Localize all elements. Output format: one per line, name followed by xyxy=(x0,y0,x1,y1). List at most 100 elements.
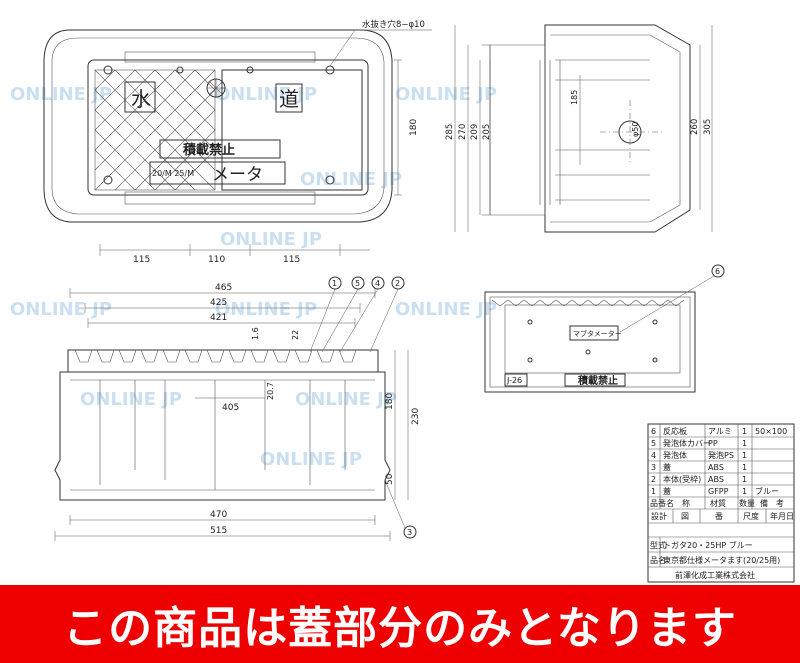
watermark-text: ONLINE JP xyxy=(300,169,402,190)
row2-material: ABS xyxy=(708,475,724,484)
row2-no: 2 xyxy=(651,475,656,484)
technical-drawing-sheet: ONLINE JP ONLINE JP ONLINE JP ONLINE JP … xyxy=(10,19,795,583)
row4-qty: 1 xyxy=(742,451,747,460)
dim-side-center: 185 xyxy=(570,90,579,105)
row3-material: ABS xyxy=(708,463,724,472)
dim-side-4: 205 xyxy=(482,124,492,140)
row5-material: PP xyxy=(708,439,718,448)
row5-qty: 1 xyxy=(742,439,747,448)
lid-char-road: 道 xyxy=(279,87,299,111)
header-qty: 数量 xyxy=(739,498,755,508)
dim-top-right: 180 xyxy=(409,119,419,136)
notice-banner: この商品は蓋部分のみとなります xyxy=(0,585,800,663)
bottom-view: マブタメーター J-26 積載禁止 6 xyxy=(484,264,725,393)
notice-banner-text: この商品は蓋部分のみとなります xyxy=(63,603,737,654)
dim-bottom-2: 110 xyxy=(208,255,225,265)
watermark-text: ONLINE JP xyxy=(395,84,497,105)
row6-qty: 1 xyxy=(742,427,747,436)
watermark-text: ONLINE JP xyxy=(395,299,497,320)
row5-name: 発泡体カバー xyxy=(663,438,711,448)
watermark-text: ONLINE JP xyxy=(295,389,397,410)
row6-note: 50×100 xyxy=(755,427,787,436)
watermark-text: ONLINE JP xyxy=(10,299,112,320)
drain-hole-note: 水抜き穴8−φ10 xyxy=(362,19,425,30)
dim-side-2: 270 xyxy=(458,124,468,140)
row2-qty: 1 xyxy=(742,475,747,484)
phi-label: φ50 xyxy=(631,122,640,137)
header-note: 備 考 xyxy=(760,498,784,508)
callout-3: 3 xyxy=(407,528,412,537)
dim-front-50: 50 xyxy=(385,473,395,485)
callout-2: 2 xyxy=(395,279,400,288)
row1-qty: 1 xyxy=(742,487,747,496)
dim-front-1-6: 1.6 xyxy=(251,327,260,340)
sub-drawing: 図 xyxy=(681,512,689,521)
watermarks: ONLINE JP ONLINE JP ONLINE JP ONLINE JP … xyxy=(10,84,497,470)
dim-side-1: 285 xyxy=(445,124,455,140)
watermark-text: ONLINE JP xyxy=(220,229,322,250)
lid-char-water: 水 xyxy=(131,87,151,111)
callout-5: 5 xyxy=(355,279,360,288)
row1-note: ブルー xyxy=(755,486,779,496)
dim-front-180: 180 xyxy=(385,393,395,410)
dim-front-230: 230 xyxy=(411,408,421,425)
row3-no: 3 xyxy=(651,463,656,472)
header-name: 名 称 xyxy=(666,498,690,508)
row3-qty: 1 xyxy=(742,463,747,472)
meter-label: メータ xyxy=(212,165,263,185)
top-view: 水 道 積載禁止 20/M 25/M メータ 水抜き穴8−φ10 180 115… xyxy=(43,19,432,265)
company-name: 前澤化成工業株式会社 xyxy=(675,570,755,580)
dim-front-405: 405 xyxy=(222,403,239,413)
drawing-canvas: ONLINE JP ONLINE JP ONLINE JP ONLINE JP … xyxy=(10,19,795,583)
dim-front-22: 22 xyxy=(291,330,300,340)
sub-scale: 尺度 xyxy=(743,511,759,521)
row3-name: 蓋 xyxy=(663,462,671,472)
dim-side-5: 260 xyxy=(690,119,700,135)
row1-name: 蓋 xyxy=(663,486,671,496)
watermark-text: ONLINE JP xyxy=(260,449,362,470)
dim-bottom-3: 115 xyxy=(283,255,300,265)
dim-side-3: 209 xyxy=(470,124,480,140)
front-view: 465 425 421 405 1.6 22 20.7 180 230 50 4… xyxy=(54,276,421,541)
sub-date: 年月日 xyxy=(770,511,794,521)
dim-bottom-1: 115 xyxy=(133,255,150,265)
sub-design: 設計 xyxy=(651,511,667,521)
dim-side-6: 305 xyxy=(703,119,713,135)
dim-front-20-7: 20.7 xyxy=(266,382,275,400)
watermark-text: ONLINE JP xyxy=(10,84,112,105)
row1-material: GFPP xyxy=(708,487,729,496)
callout-4: 4 xyxy=(375,279,380,288)
row6-material: アルミ xyxy=(708,427,732,436)
dim-front-515: 515 xyxy=(210,526,227,536)
row6-no: 6 xyxy=(651,427,656,436)
header-material: 材質 xyxy=(710,498,726,508)
row4-name: 発泡体 xyxy=(663,450,687,460)
side-view: φ50 285 270 209 205 185 260 305 xyxy=(445,24,713,233)
dim-front-425: 425 xyxy=(210,298,227,308)
no-load-label: 積載禁止 xyxy=(182,142,235,158)
row1-no: 1 xyxy=(651,487,656,496)
parts-table: 6 反応板 アルミ 1 50×100 5 発泡体カバー PP 1 4 発泡体 発… xyxy=(647,423,795,583)
size-label: 20/M 25/M xyxy=(152,169,194,178)
watermark-text: ONLINE JP xyxy=(215,84,317,105)
product-label: 品名 xyxy=(650,555,666,565)
tag-label: J-26 xyxy=(506,376,522,385)
header-no: 品番 xyxy=(650,498,666,508)
row4-material: 発泡PS xyxy=(708,450,734,460)
bottom-no-load-label: 積載禁止 xyxy=(577,374,618,387)
product-value: 東京都仕様メータます(20/25用) xyxy=(663,555,780,565)
model-value: トガタ20・25HP ブルー xyxy=(663,540,753,550)
dim-front-465: 465 xyxy=(215,283,232,293)
row6-name: 反応板 xyxy=(663,426,687,436)
model-label: 型式 xyxy=(650,540,666,550)
callout-1: 1 xyxy=(332,279,337,288)
row5-no: 5 xyxy=(651,439,656,448)
row4-no: 4 xyxy=(651,451,656,460)
row2-name: 本体(受枠) xyxy=(663,474,701,484)
dim-front-421: 421 xyxy=(210,313,227,323)
bottom-callout-6: 6 xyxy=(715,267,720,276)
sub-number: 番 xyxy=(715,511,723,521)
bottom-center-label: マブタメーター xyxy=(573,329,622,338)
dim-front-470: 470 xyxy=(210,510,227,520)
watermark-text: ONLINE JP xyxy=(215,299,317,320)
